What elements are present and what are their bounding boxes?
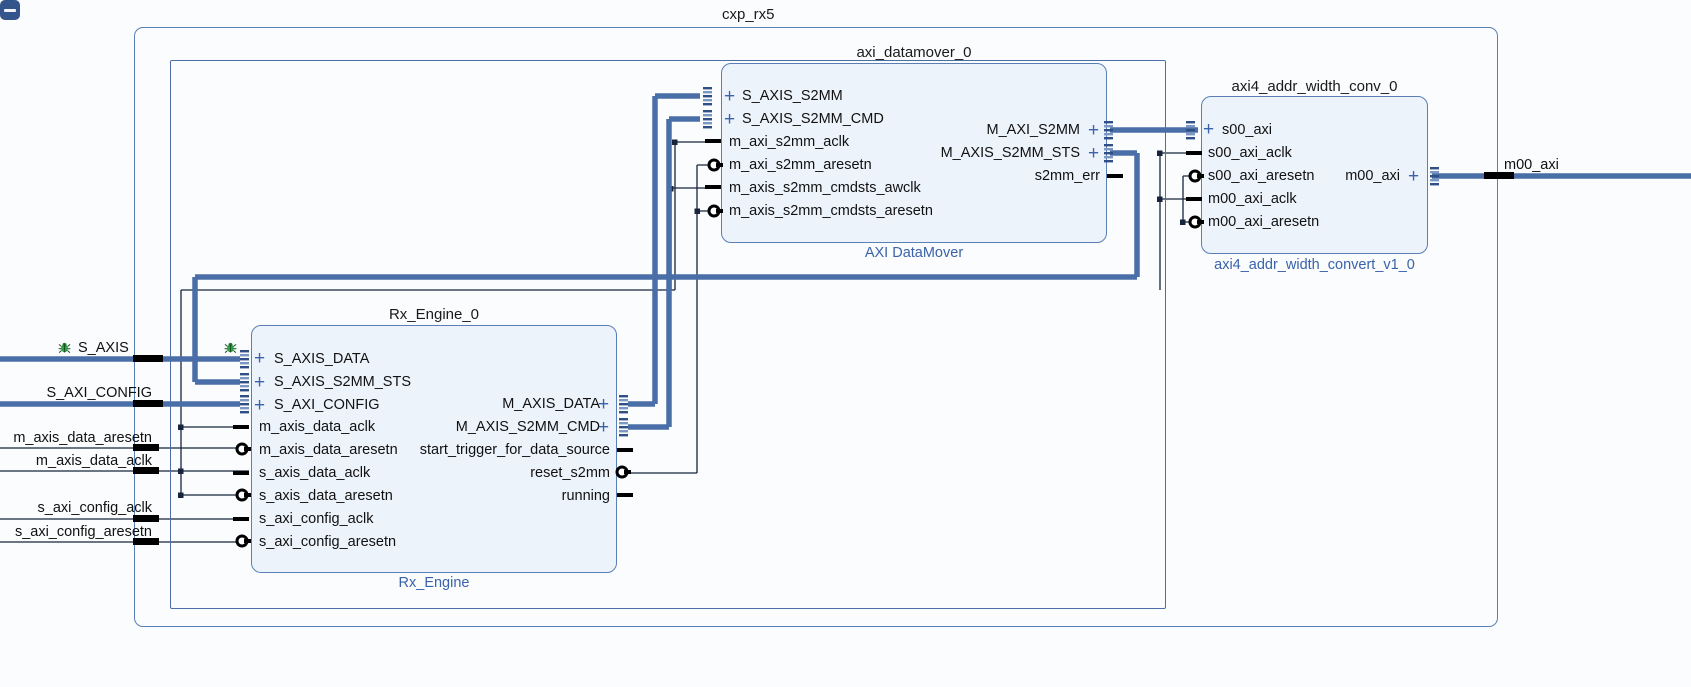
block-title-axi-datamover-0: axi_datamover_0 <box>856 44 972 61</box>
pin-s-axis-s2mm-sts[interactable]: S_AXIS_S2MM_STS <box>274 374 411 390</box>
block-rx-engine-0[interactable] <box>251 325 617 573</box>
external-port-s-axis[interactable]: S_AXIS <box>78 340 129 356</box>
pin-m-axis-data-out[interactable]: M_AXIS_DATA <box>502 396 600 412</box>
external-port-m-axis-data-aclk[interactable]: m_axis_data_aclk <box>35 453 152 469</box>
block-axi4-addr-width-conv-0[interactable] <box>1201 96 1428 254</box>
bus-pin-plus-icon: + <box>598 394 610 415</box>
pin-s-axis-data[interactable]: S_AXIS_DATA <box>274 351 370 367</box>
bus-pin-plus-icon: + <box>254 395 266 416</box>
external-port-s-axi-config[interactable]: S_AXI_CONFIG <box>46 385 152 401</box>
external-port-m00-axi[interactable]: m00_axi <box>1504 157 1559 173</box>
bus-pin-plus-icon: + <box>724 86 736 107</box>
pin-s-axi-config[interactable]: S_AXI_CONFIG <box>274 397 380 413</box>
design-container-outer <box>134 27 1498 627</box>
bus-pin-plus-icon: + <box>1088 120 1100 141</box>
collapse-minus-icon[interactable] <box>0 0 20 20</box>
debug-bug-icon <box>58 342 71 353</box>
pin-s-axi-config-aclk[interactable]: s_axi_config_aclk <box>259 511 374 527</box>
bus-pin-plus-icon: + <box>1203 119 1215 140</box>
external-port-s-axi-config-aclk[interactable]: s_axi_config_aclk <box>37 500 152 516</box>
pin-s-axis-s2mm-cmd[interactable]: S_AXIS_S2MM_CMD <box>742 111 884 127</box>
bus-pin-plus-icon: + <box>1408 166 1420 187</box>
pin-m-axis-s2mm-sts[interactable]: M_AXIS_S2MM_STS <box>940 145 1080 161</box>
external-port-m-axis-data-aresetn[interactable]: m_axis_data_aresetn <box>13 430 152 446</box>
pin-s00-axi-aclk[interactable]: s00_axi_aclk <box>1208 145 1292 161</box>
pin-m-axis-s2mm-cmdsts-awclk[interactable]: m_axis_s2mm_cmdsts_awclk <box>729 180 921 196</box>
debug-bug-icon <box>224 342 237 353</box>
external-port-s-axi-config-aresetn[interactable]: s_axi_config_aresetn <box>14 524 152 540</box>
pin-m-axis-s2mm-cmdsts-aresetn[interactable]: m_axis_s2mm_cmdsts_aresetn <box>729 203 933 219</box>
block-subtitle-axi4-addr-width-conv-0: axi4_addr_width_convert_v1_0 <box>1214 257 1415 273</box>
pin-m-axis-s2mm-cmd[interactable]: M_AXIS_S2MM_CMD <box>455 419 600 435</box>
pin-s2mm-err[interactable]: s2mm_err <box>1034 168 1100 184</box>
pin-m-axis-data-aclk[interactable]: m_axis_data_aclk <box>259 419 376 435</box>
pin-start-trigger-for-data-source[interactable]: start_trigger_for_data_source <box>419 442 610 458</box>
bus-pin-plus-icon: + <box>254 372 266 393</box>
pin-s00-axi[interactable]: s00_axi <box>1222 122 1272 138</box>
pin-m-axi-s2mm-aresetn[interactable]: m_axi_s2mm_aresetn <box>729 157 872 173</box>
pin-s-axis-s2mm[interactable]: S_AXIS_S2MM <box>742 88 843 104</box>
pin-s-axis-data-aresetn[interactable]: s_axis_data_aresetn <box>259 488 393 504</box>
pin-m00-axi[interactable]: m00_axi <box>1345 168 1400 184</box>
bus-pin-plus-icon: + <box>598 417 610 438</box>
pin-reset-s2mm[interactable]: reset_s2mm <box>530 465 610 481</box>
block-axi-datamover-0[interactable] <box>721 63 1107 243</box>
bus-pin-plus-icon: + <box>1088 143 1100 164</box>
pin-s-axi-config-aresetn[interactable]: s_axi_config_aresetn <box>259 534 397 550</box>
bus-pin-plus-icon: + <box>254 348 266 369</box>
bus-pin-plus-icon: + <box>724 109 736 130</box>
block-title-axi4-addr-width-conv-0: axi4_addr_width_conv_0 <box>1231 78 1398 95</box>
pin-s00-axi-aresetn[interactable]: s00_axi_aresetn <box>1208 168 1315 184</box>
pin-running[interactable]: running <box>561 488 610 504</box>
pin-m00-axi-aresetn[interactable]: m00_axi_aresetn <box>1208 214 1320 230</box>
block-subtitle-axi-datamover-0: AXI DataMover <box>864 245 964 261</box>
pin-s-axis-data-aclk[interactable]: s_axis_data_aclk <box>259 465 371 481</box>
block-subtitle-rx-engine-0: Rx_Engine <box>398 575 470 591</box>
pin-m-axis-data-aresetn[interactable]: m_axis_data_aresetn <box>259 442 398 458</box>
design-container-inner <box>170 60 1166 609</box>
pin-m-axi-s2mm-aclk[interactable]: m_axi_s2mm_aclk <box>729 134 850 150</box>
pin-m00-axi-aclk[interactable]: m00_axi_aclk <box>1208 191 1297 207</box>
pin-m-axi-s2mm[interactable]: M_AXI_S2MM <box>986 122 1080 138</box>
page-title: cxp_rx5 <box>722 6 775 23</box>
block-title-rx-engine-0: Rx_Engine_0 <box>388 306 480 323</box>
